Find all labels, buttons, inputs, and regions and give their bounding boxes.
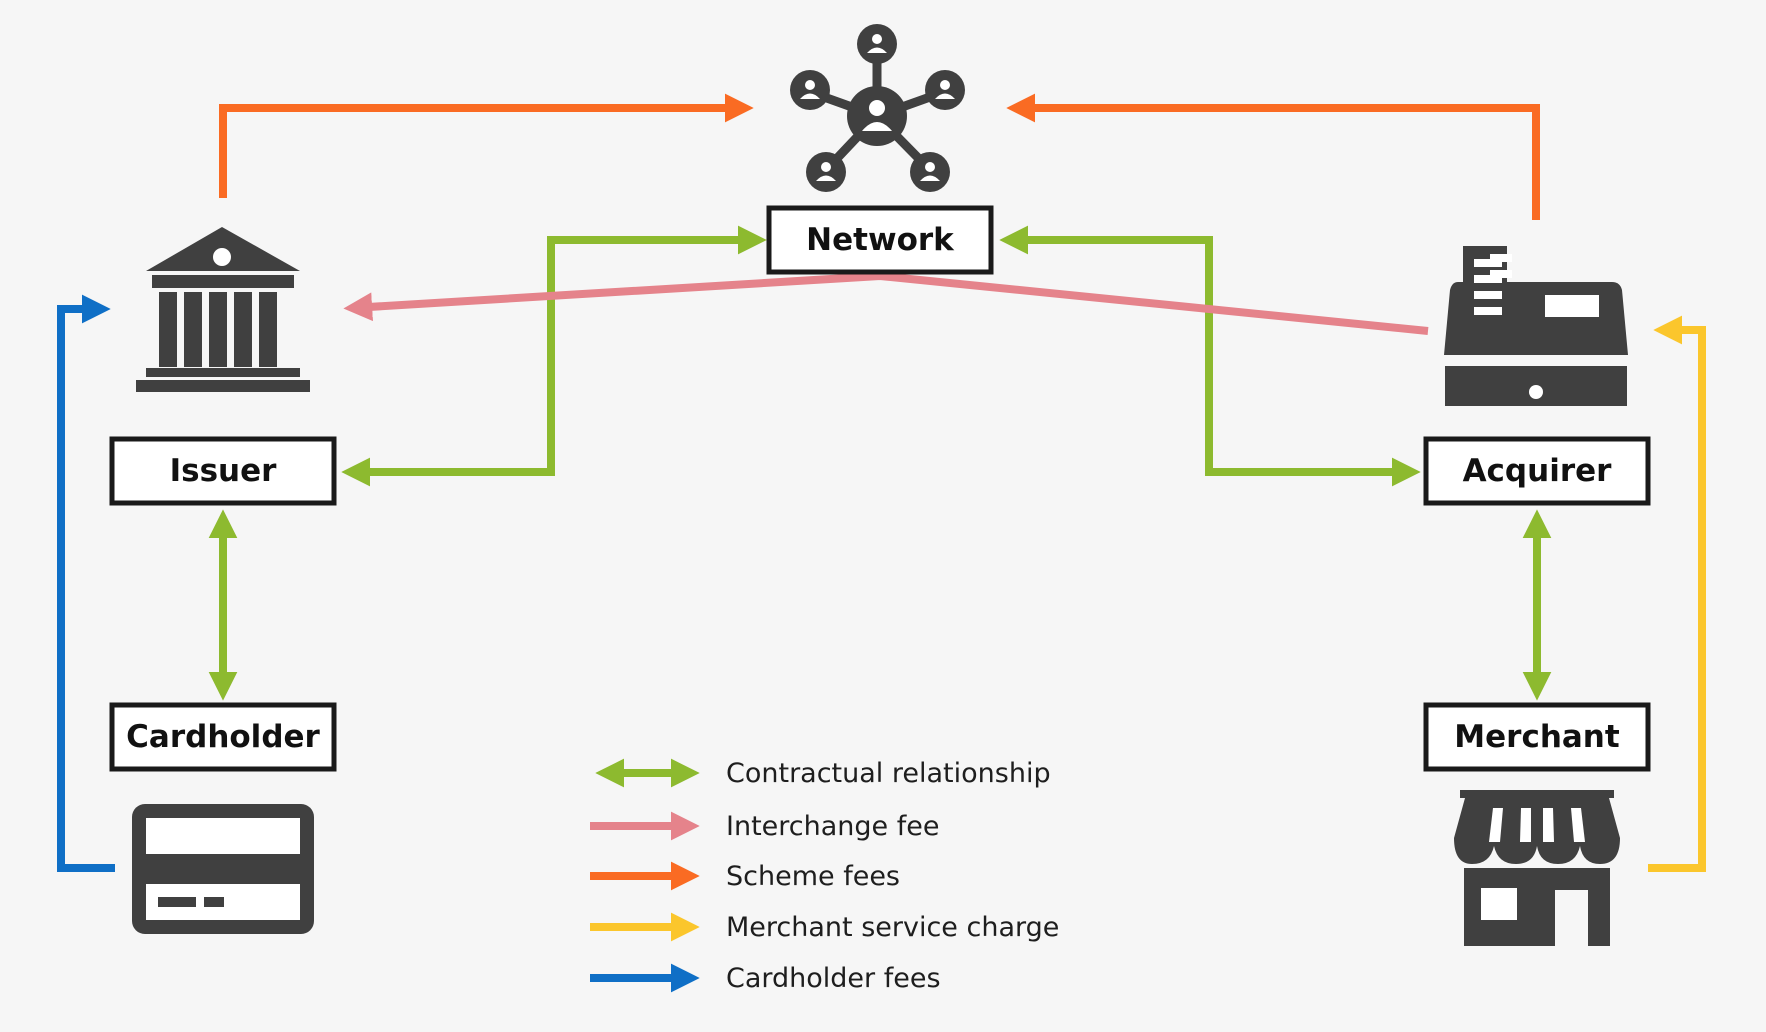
legend-label: Contractual relationship xyxy=(726,758,1051,789)
legend-label: Scheme fees xyxy=(726,861,900,892)
legend-item-contractual: Contractual relationship xyxy=(595,758,1051,789)
legend-item-scheme: Scheme fees xyxy=(590,861,900,892)
storefront-icon xyxy=(1454,790,1620,946)
node-merchant: Merchant xyxy=(1423,702,1651,772)
legend-label: Interchange fee xyxy=(726,811,939,842)
scheme-fee-arrow-issuer xyxy=(219,93,754,198)
node-cardholder: Cardholder xyxy=(109,702,337,772)
merchant-service-charge-arrow xyxy=(1648,315,1706,872)
cash-register-icon xyxy=(1444,246,1628,406)
node-label-issuer: Issuer xyxy=(170,453,278,489)
credit-card-icon xyxy=(132,804,314,934)
legend-label: Merchant service charge xyxy=(726,912,1059,943)
network-people-icon xyxy=(790,24,965,192)
legend: Contractual relationship Interchange fee… xyxy=(590,758,1059,994)
node-network: Network xyxy=(766,205,994,275)
node-label-cardholder: Cardholder xyxy=(126,719,320,755)
contract-arrow-network-acquirer xyxy=(999,225,1421,487)
node-label-network: Network xyxy=(806,222,955,258)
scheme-fee-arrow-acquirer xyxy=(1006,93,1540,220)
node-label-acquirer: Acquirer xyxy=(1463,453,1613,489)
bank-icon xyxy=(136,227,310,392)
node-issuer: Issuer xyxy=(109,436,337,506)
interchange-fee-arrow xyxy=(343,271,1429,335)
legend-item-cardholder-fees: Cardholder fees xyxy=(590,963,941,994)
cardholder-fee-arrow xyxy=(57,294,115,872)
legend-label: Cardholder fees xyxy=(726,963,941,994)
node-label-merchant: Merchant xyxy=(1454,719,1620,755)
contract-arrow-network-issuer xyxy=(341,225,767,487)
legend-item-merchant-service: Merchant service charge xyxy=(590,912,1059,943)
legend-item-interchange: Interchange fee xyxy=(590,811,939,842)
node-acquirer: Acquirer xyxy=(1423,436,1651,506)
